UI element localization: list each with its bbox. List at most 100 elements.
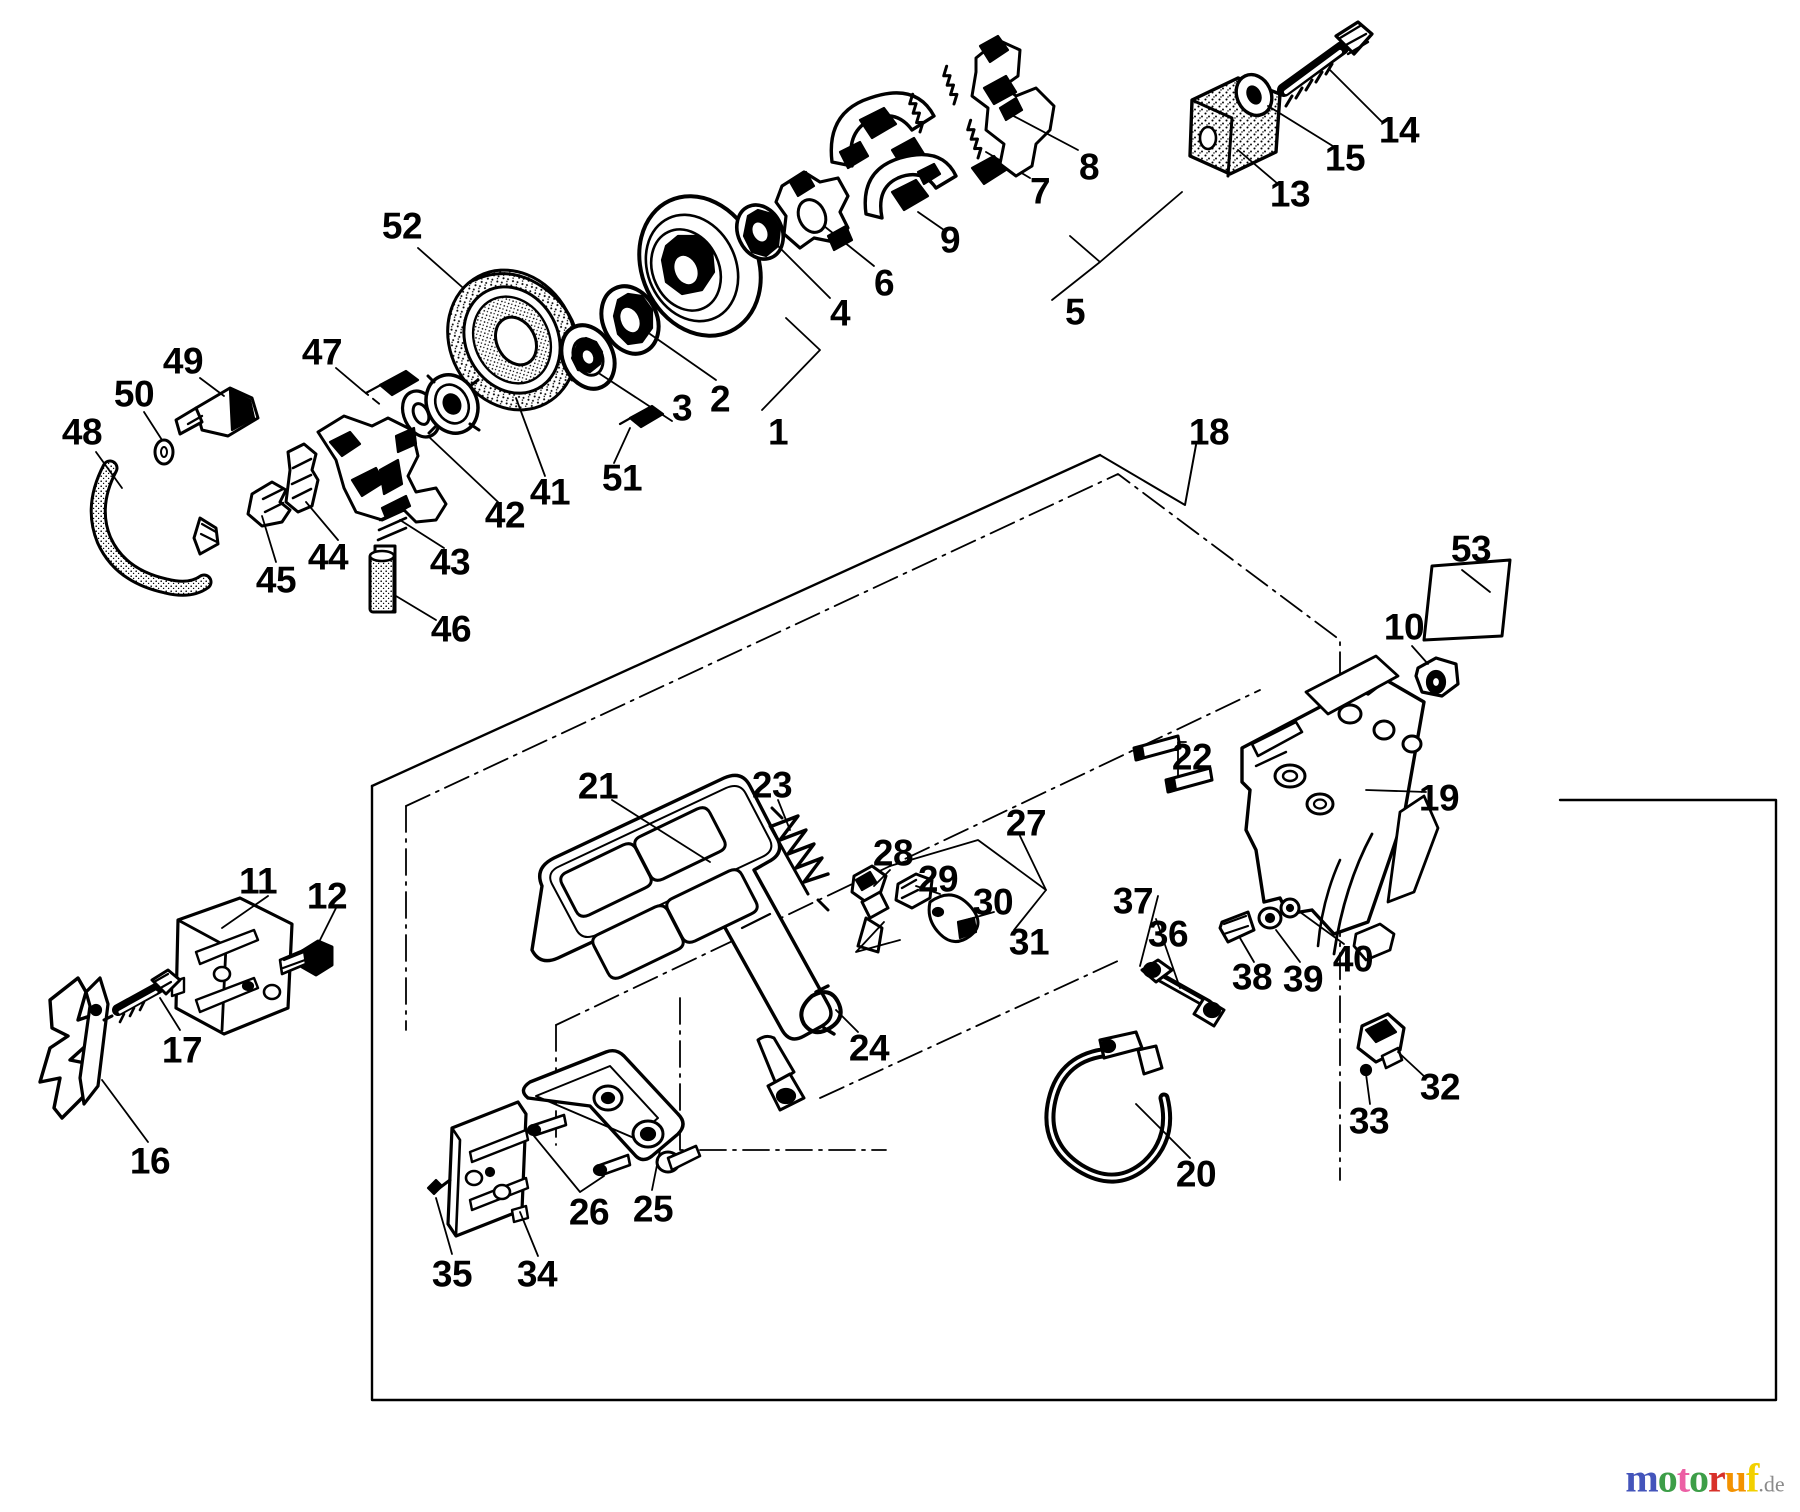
- part-53-plate: [1422, 558, 1512, 642]
- callout-29: 29: [917, 858, 959, 900]
- leader-20: [1135, 1103, 1191, 1159]
- callout-39: 39: [1282, 958, 1324, 1000]
- leader-24: [835, 1009, 859, 1033]
- leader-10: [1411, 645, 1429, 665]
- leader-39: [1275, 929, 1301, 963]
- part-28-link: [850, 864, 890, 954]
- leader-6: [823, 225, 875, 267]
- callout-44: 44: [307, 536, 349, 578]
- leader-52: [417, 247, 471, 295]
- part-41b-bearing: [424, 373, 481, 435]
- part-46-oil-filter: [368, 549, 396, 614]
- callout-6: 6: [873, 262, 895, 304]
- part-25-brake-lever: [521, 1048, 702, 1174]
- part-45-fitting: [246, 480, 292, 528]
- callout-5: 5: [1064, 291, 1086, 333]
- leader-34: [519, 1211, 539, 1257]
- callout-53: 53: [1450, 528, 1492, 570]
- leader-46: [395, 595, 437, 621]
- leader-13: [1237, 149, 1279, 185]
- leader-23: [777, 799, 791, 831]
- watermark-letter-6: f: [1746, 1455, 1759, 1501]
- watermark-letter-0: m: [1625, 1455, 1658, 1501]
- callout-16: 16: [129, 1140, 171, 1182]
- callout-36: 36: [1147, 913, 1189, 955]
- part-15-washer: [1234, 72, 1274, 118]
- part-40-washer: [1279, 897, 1301, 919]
- watermark-letter-5: u: [1724, 1455, 1747, 1501]
- callout-52: 52: [381, 205, 423, 247]
- part-34-cover-plate: [446, 1100, 530, 1238]
- callout-20: 20: [1175, 1153, 1217, 1195]
- leader-8: [1005, 111, 1079, 151]
- leader-27: [1019, 835, 1047, 891]
- part-12-nut: [278, 939, 334, 977]
- part-26-screws: [526, 1113, 632, 1177]
- leader-21: [611, 799, 711, 863]
- watermark-letter-1: o: [1657, 1455, 1678, 1501]
- callout-41: 41: [529, 471, 571, 513]
- part-51-screw: [618, 404, 665, 429]
- leader-45: [261, 515, 277, 563]
- leader-47b: [361, 389, 383, 407]
- part-50-oring: [153, 438, 175, 466]
- part-9-clutch-shoe-lower: [863, 152, 958, 220]
- part-41-clutch-drum: [446, 268, 580, 412]
- leader-4: [777, 245, 831, 299]
- callout-34: 34: [516, 1253, 558, 1295]
- leader-12: [317, 907, 337, 945]
- part-11-bar-plate: [170, 896, 294, 1036]
- leader-42: [427, 435, 499, 503]
- leader-22: [1177, 741, 1187, 777]
- part-47-screw: [364, 369, 420, 397]
- leader-50: [143, 411, 163, 441]
- callout-15: 15: [1324, 137, 1366, 179]
- bracket-5: [1051, 235, 1101, 301]
- callout-35: 35: [431, 1253, 473, 1295]
- callout-45: 45: [255, 559, 297, 601]
- assembly-frame-box: [370, 453, 1778, 1402]
- callout-47: 47: [301, 331, 343, 373]
- callout-27: 27: [1005, 802, 1047, 844]
- callout-18: 18: [1188, 411, 1230, 453]
- callout-30: 30: [972, 881, 1014, 923]
- callout-24: 24: [848, 1027, 890, 1069]
- part-8-clutch-lever: [970, 34, 1056, 186]
- part-7-spring-small-b: [939, 64, 962, 106]
- callout-33: 33: [1348, 1100, 1390, 1142]
- part-20-brake-band: [1044, 1030, 1173, 1184]
- part-30-lever: [927, 893, 980, 943]
- callout-1: 1: [767, 411, 789, 453]
- part-1-clutch-drum: [637, 194, 763, 338]
- callout-17: 17: [161, 1029, 203, 1071]
- callout-13: 13: [1269, 173, 1311, 215]
- callout-50: 50: [113, 373, 155, 415]
- part-39-washer: [1257, 906, 1283, 930]
- callout-46: 46: [430, 608, 472, 650]
- part-21-hand-guard: [530, 773, 833, 1112]
- part-14-bolt: [1277, 20, 1374, 108]
- part-16-bumper-spike: [38, 976, 110, 1120]
- leader-9: [917, 211, 945, 231]
- callout-7: 7: [1029, 170, 1051, 212]
- watermark-letter-4: r: [1708, 1455, 1726, 1501]
- callout-9: 9: [939, 219, 961, 261]
- callout-11: 11: [238, 860, 278, 902]
- callout-2: 2: [709, 378, 731, 420]
- leader-53: [1461, 569, 1491, 593]
- leader-37: [1139, 895, 1159, 967]
- bracket-5b: [1099, 191, 1183, 263]
- part-38-bushing: [1218, 910, 1256, 944]
- leader-43: [399, 519, 445, 549]
- part-7-spring-small-c: [963, 118, 986, 160]
- leader-25: [651, 1149, 661, 1191]
- leader-36: [1155, 918, 1181, 989]
- leader-19: [1365, 789, 1427, 793]
- callout-31: 31: [1008, 921, 1050, 963]
- part-10-nut: [1414, 656, 1460, 698]
- bracket-1: [761, 317, 821, 411]
- leader-38: [1239, 937, 1255, 963]
- part-2-needle-bearing: [599, 284, 661, 356]
- leader-41: [515, 397, 546, 477]
